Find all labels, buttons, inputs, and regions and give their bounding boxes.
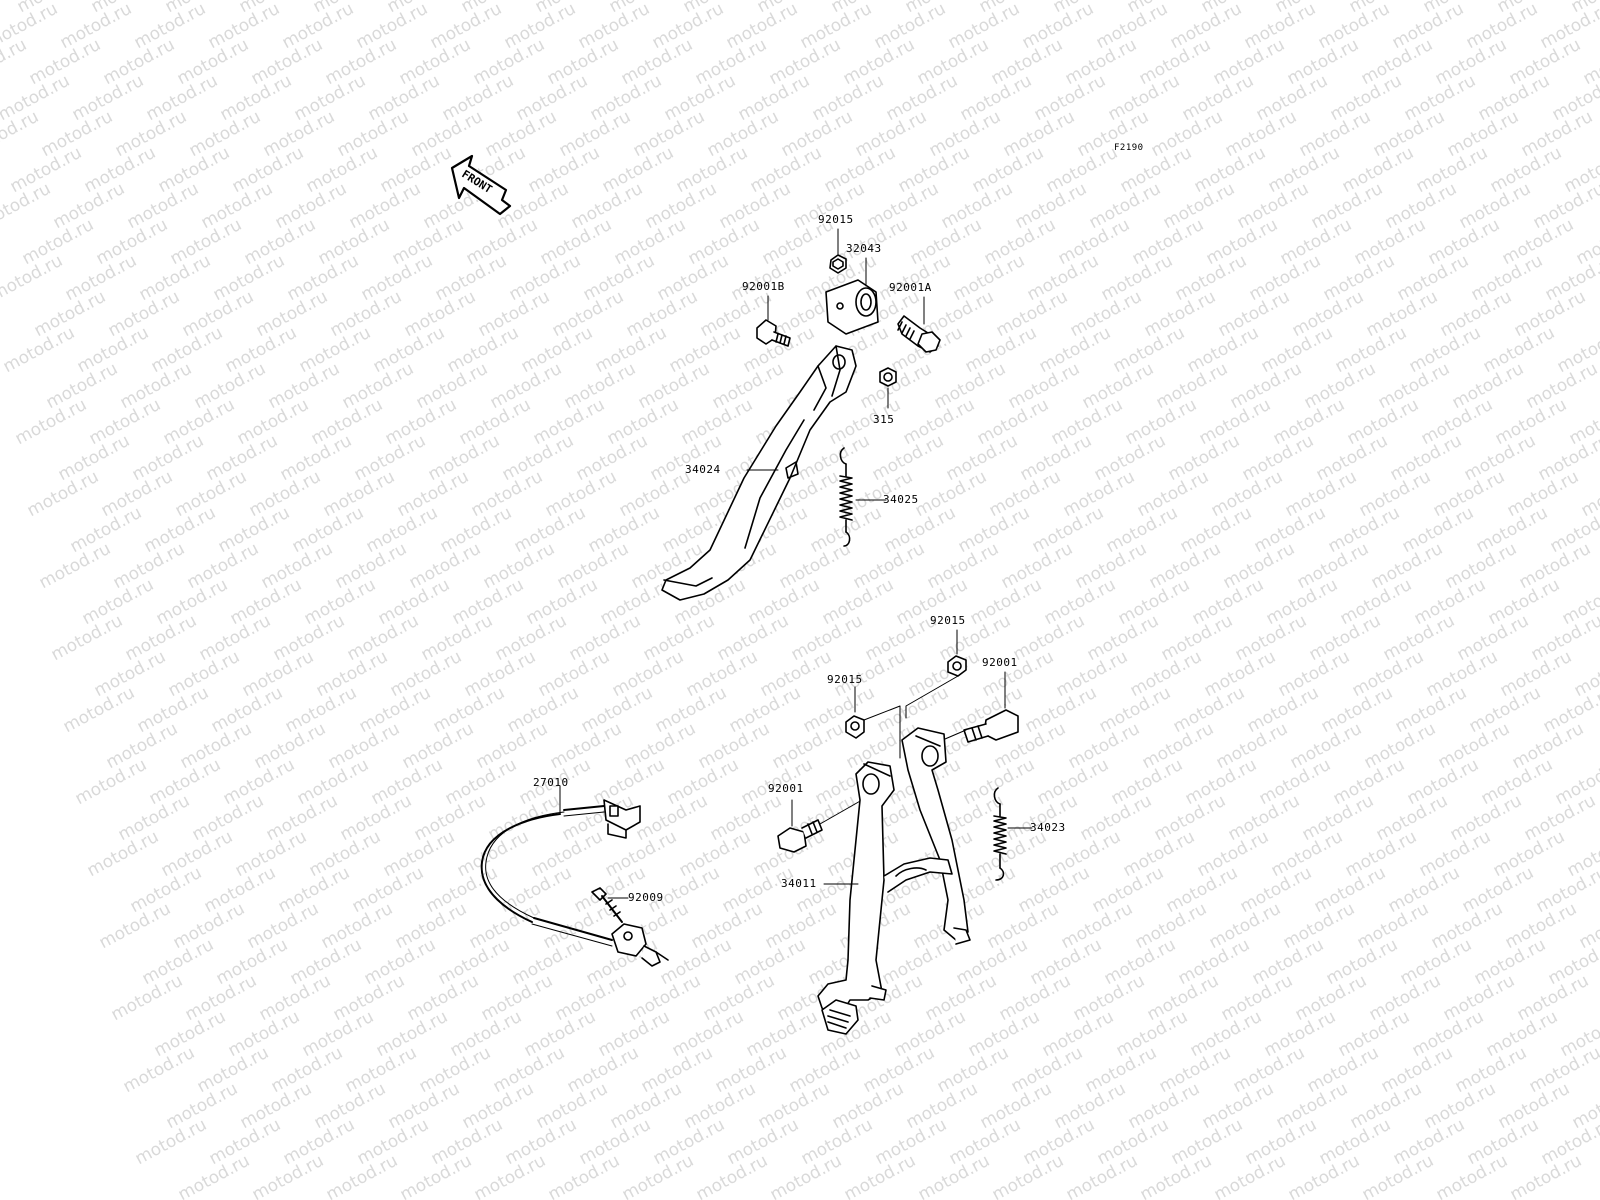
part-label-92001-right: 92001 xyxy=(982,656,1018,669)
bolt-92001A-icon xyxy=(897,315,941,353)
bracket-32043-icon xyxy=(825,279,879,335)
main-stand-34011-icon xyxy=(817,727,971,1035)
screw-92009-icon xyxy=(591,887,623,923)
nut-92015-left-icon xyxy=(845,715,865,739)
part-label-92001A: 92001A xyxy=(889,281,932,294)
spring-34025-icon xyxy=(839,447,853,547)
bolt-92001-left-icon xyxy=(777,819,823,853)
switch-harness-27010-icon xyxy=(480,799,669,967)
bolt-92001B-icon xyxy=(756,319,791,347)
part-label-34023: 34023 xyxy=(1030,821,1066,834)
part-label-92015-left: 92015 xyxy=(827,673,863,686)
part-label-34025: 34025 xyxy=(883,493,919,506)
part-label-92009: 92009 xyxy=(628,891,664,904)
spring-34023-icon xyxy=(993,787,1007,881)
nut-92015-right-icon xyxy=(947,655,967,677)
nut-92015-top-icon xyxy=(829,254,847,274)
part-label-34024: 34024 xyxy=(685,463,721,476)
bolt-92001-right-icon xyxy=(963,709,1019,743)
part-label-92001B: 92001B xyxy=(742,280,785,293)
part-label-92015-top: 92015 xyxy=(818,213,854,226)
part-label-92001-left: 92001 xyxy=(768,782,804,795)
part-label-32043: 32043 xyxy=(846,242,882,255)
diagram-reference-code: F2190 xyxy=(1114,143,1144,153)
part-label-315: 315 xyxy=(873,413,895,426)
front-arrow-icon: FRONT xyxy=(450,154,512,216)
part-label-92015-right: 92015 xyxy=(930,614,966,627)
side-stand-34024-icon xyxy=(661,345,857,601)
part-label-34011: 34011 xyxy=(781,877,817,890)
part-label-27010: 27010 xyxy=(533,776,569,789)
nut-315-icon xyxy=(879,367,897,387)
